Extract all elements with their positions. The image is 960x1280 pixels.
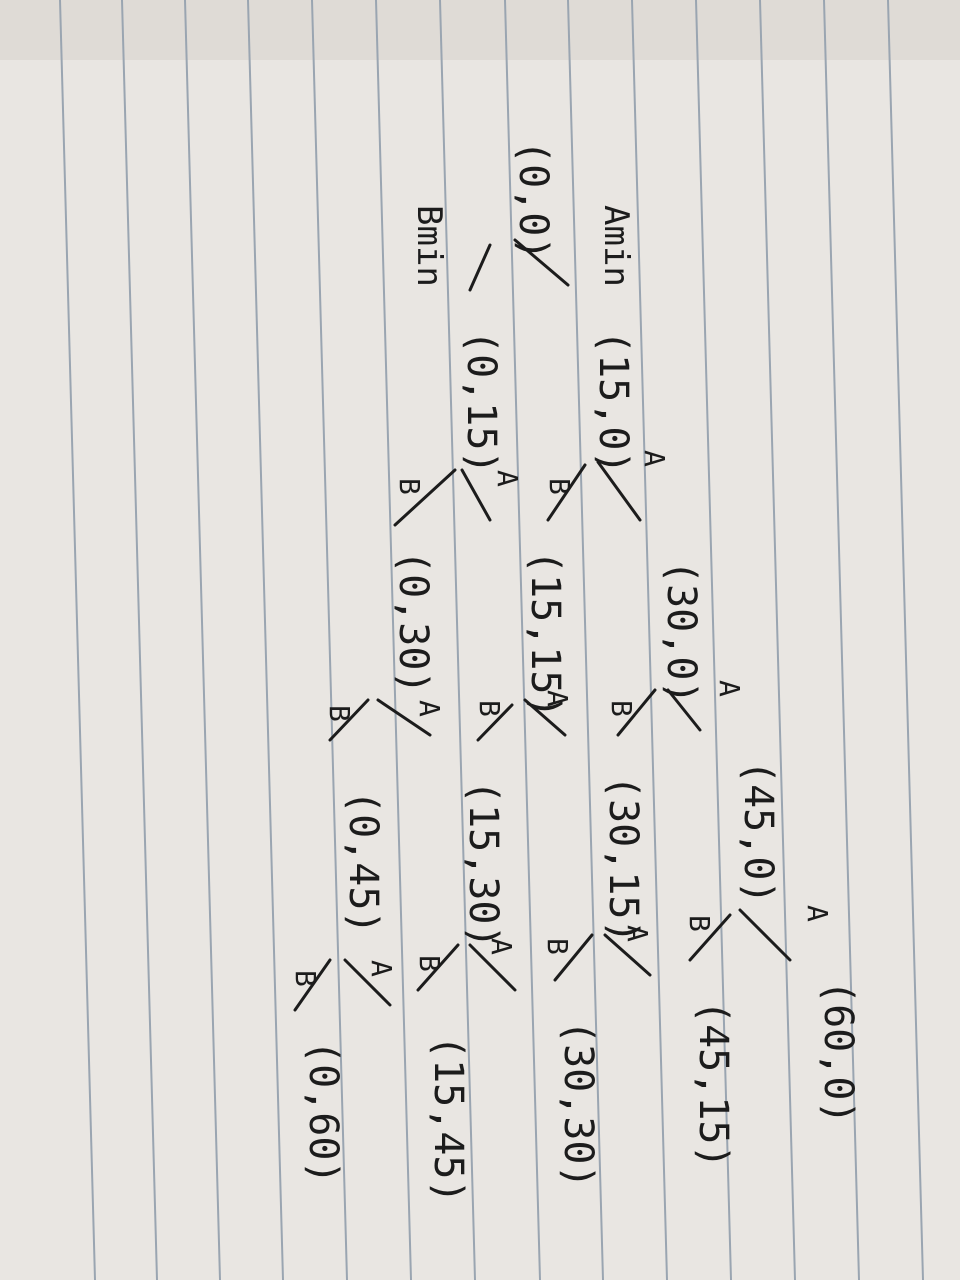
edge-label-a: A [638, 450, 671, 467]
edge-label-a: A [541, 690, 574, 707]
edge-label-b: B [543, 478, 576, 495]
edge-15-15-to-30-15 [523, 698, 567, 737]
node-0-30: (0,30) [390, 550, 436, 695]
edge-labels: A B A B A B A B A B A B A B A B A B [289, 450, 834, 987]
edge-label-b: B [289, 970, 322, 987]
edge-label-a: A [491, 470, 524, 487]
label-b-min: Bmin [409, 205, 449, 287]
label-a-min: Amin [596, 205, 636, 287]
edge-15-0-to-15-15 [546, 463, 587, 522]
node-15-0: (15,0) [590, 330, 636, 475]
edge-0-0-to-15-0 [513, 238, 570, 287]
edge-label-b: B [323, 705, 356, 722]
ruled-lines [59, 0, 924, 1280]
node-45-15: (45,15) [690, 1000, 736, 1169]
edge-label-a: A [485, 938, 518, 955]
edge-0-15-to-0-30 [393, 468, 457, 527]
node-30-15: (30,15) [600, 775, 646, 944]
edge-label-a: A [621, 925, 654, 942]
tree-nodes: (0,0) (15,0) (0,15) (30,0) (15,15) (0,30… [300, 140, 861, 1204]
paper-shadow [0, 0, 960, 60]
node-45-0: (45,0) [735, 760, 781, 905]
node-0-0: (0,0) [510, 140, 556, 260]
edge-label-b: B [413, 955, 446, 972]
edge-label-a: A [413, 700, 446, 717]
edge-30-0-to-30-15 [616, 688, 657, 737]
edge-0-30-to-0-45 [328, 698, 370, 742]
node-0-45: (0,45) [340, 790, 386, 935]
edge-15-15-to-15-30 [476, 703, 514, 742]
edge-45-0-to-45-15 [688, 913, 732, 962]
node-30-30: (30,30) [555, 1020, 601, 1189]
edge-0-45-to-0-60 [293, 958, 332, 1012]
edge-15-30-to-30-30 [468, 943, 517, 992]
edge-30-15-to-45-15 [603, 933, 652, 977]
edge-0-30-to-15-30 [376, 698, 432, 737]
node-0-60: (0,60) [300, 1040, 346, 1185]
edge-30-0-to-45-0 [666, 688, 702, 732]
edge-label-b: B [393, 478, 426, 495]
edge-45-0-to-60-0 [738, 908, 792, 962]
node-15-30: (15,30) [460, 780, 506, 949]
edge-label-b: B [683, 915, 716, 932]
edge-label-b: B [541, 938, 574, 955]
tree-edges [293, 238, 792, 1012]
edge-label-a: A [801, 905, 834, 922]
edge-0-15-to-15-15 [460, 468, 492, 522]
node-15-15: (15,15) [522, 550, 568, 719]
edge-0-45-to-15-45 [343, 958, 392, 1007]
edge-0-0-to-0-15 [468, 243, 492, 292]
node-60-0: (60,0) [815, 980, 861, 1125]
edge-30-15-to-30-30 [553, 933, 594, 982]
edge-label-a: A [713, 680, 746, 697]
edge-15-0-to-30-0 [596, 460, 642, 522]
edge-label-b: B [473, 700, 506, 717]
node-30-0: (30,0) [658, 560, 704, 705]
node-15-45: (15,45) [425, 1035, 471, 1204]
edge-15-30-to-15-45 [416, 943, 460, 992]
edge-label-b: B [605, 700, 638, 717]
node-0-15: (0,15) [458, 330, 504, 475]
edge-label-a: A [365, 960, 398, 977]
